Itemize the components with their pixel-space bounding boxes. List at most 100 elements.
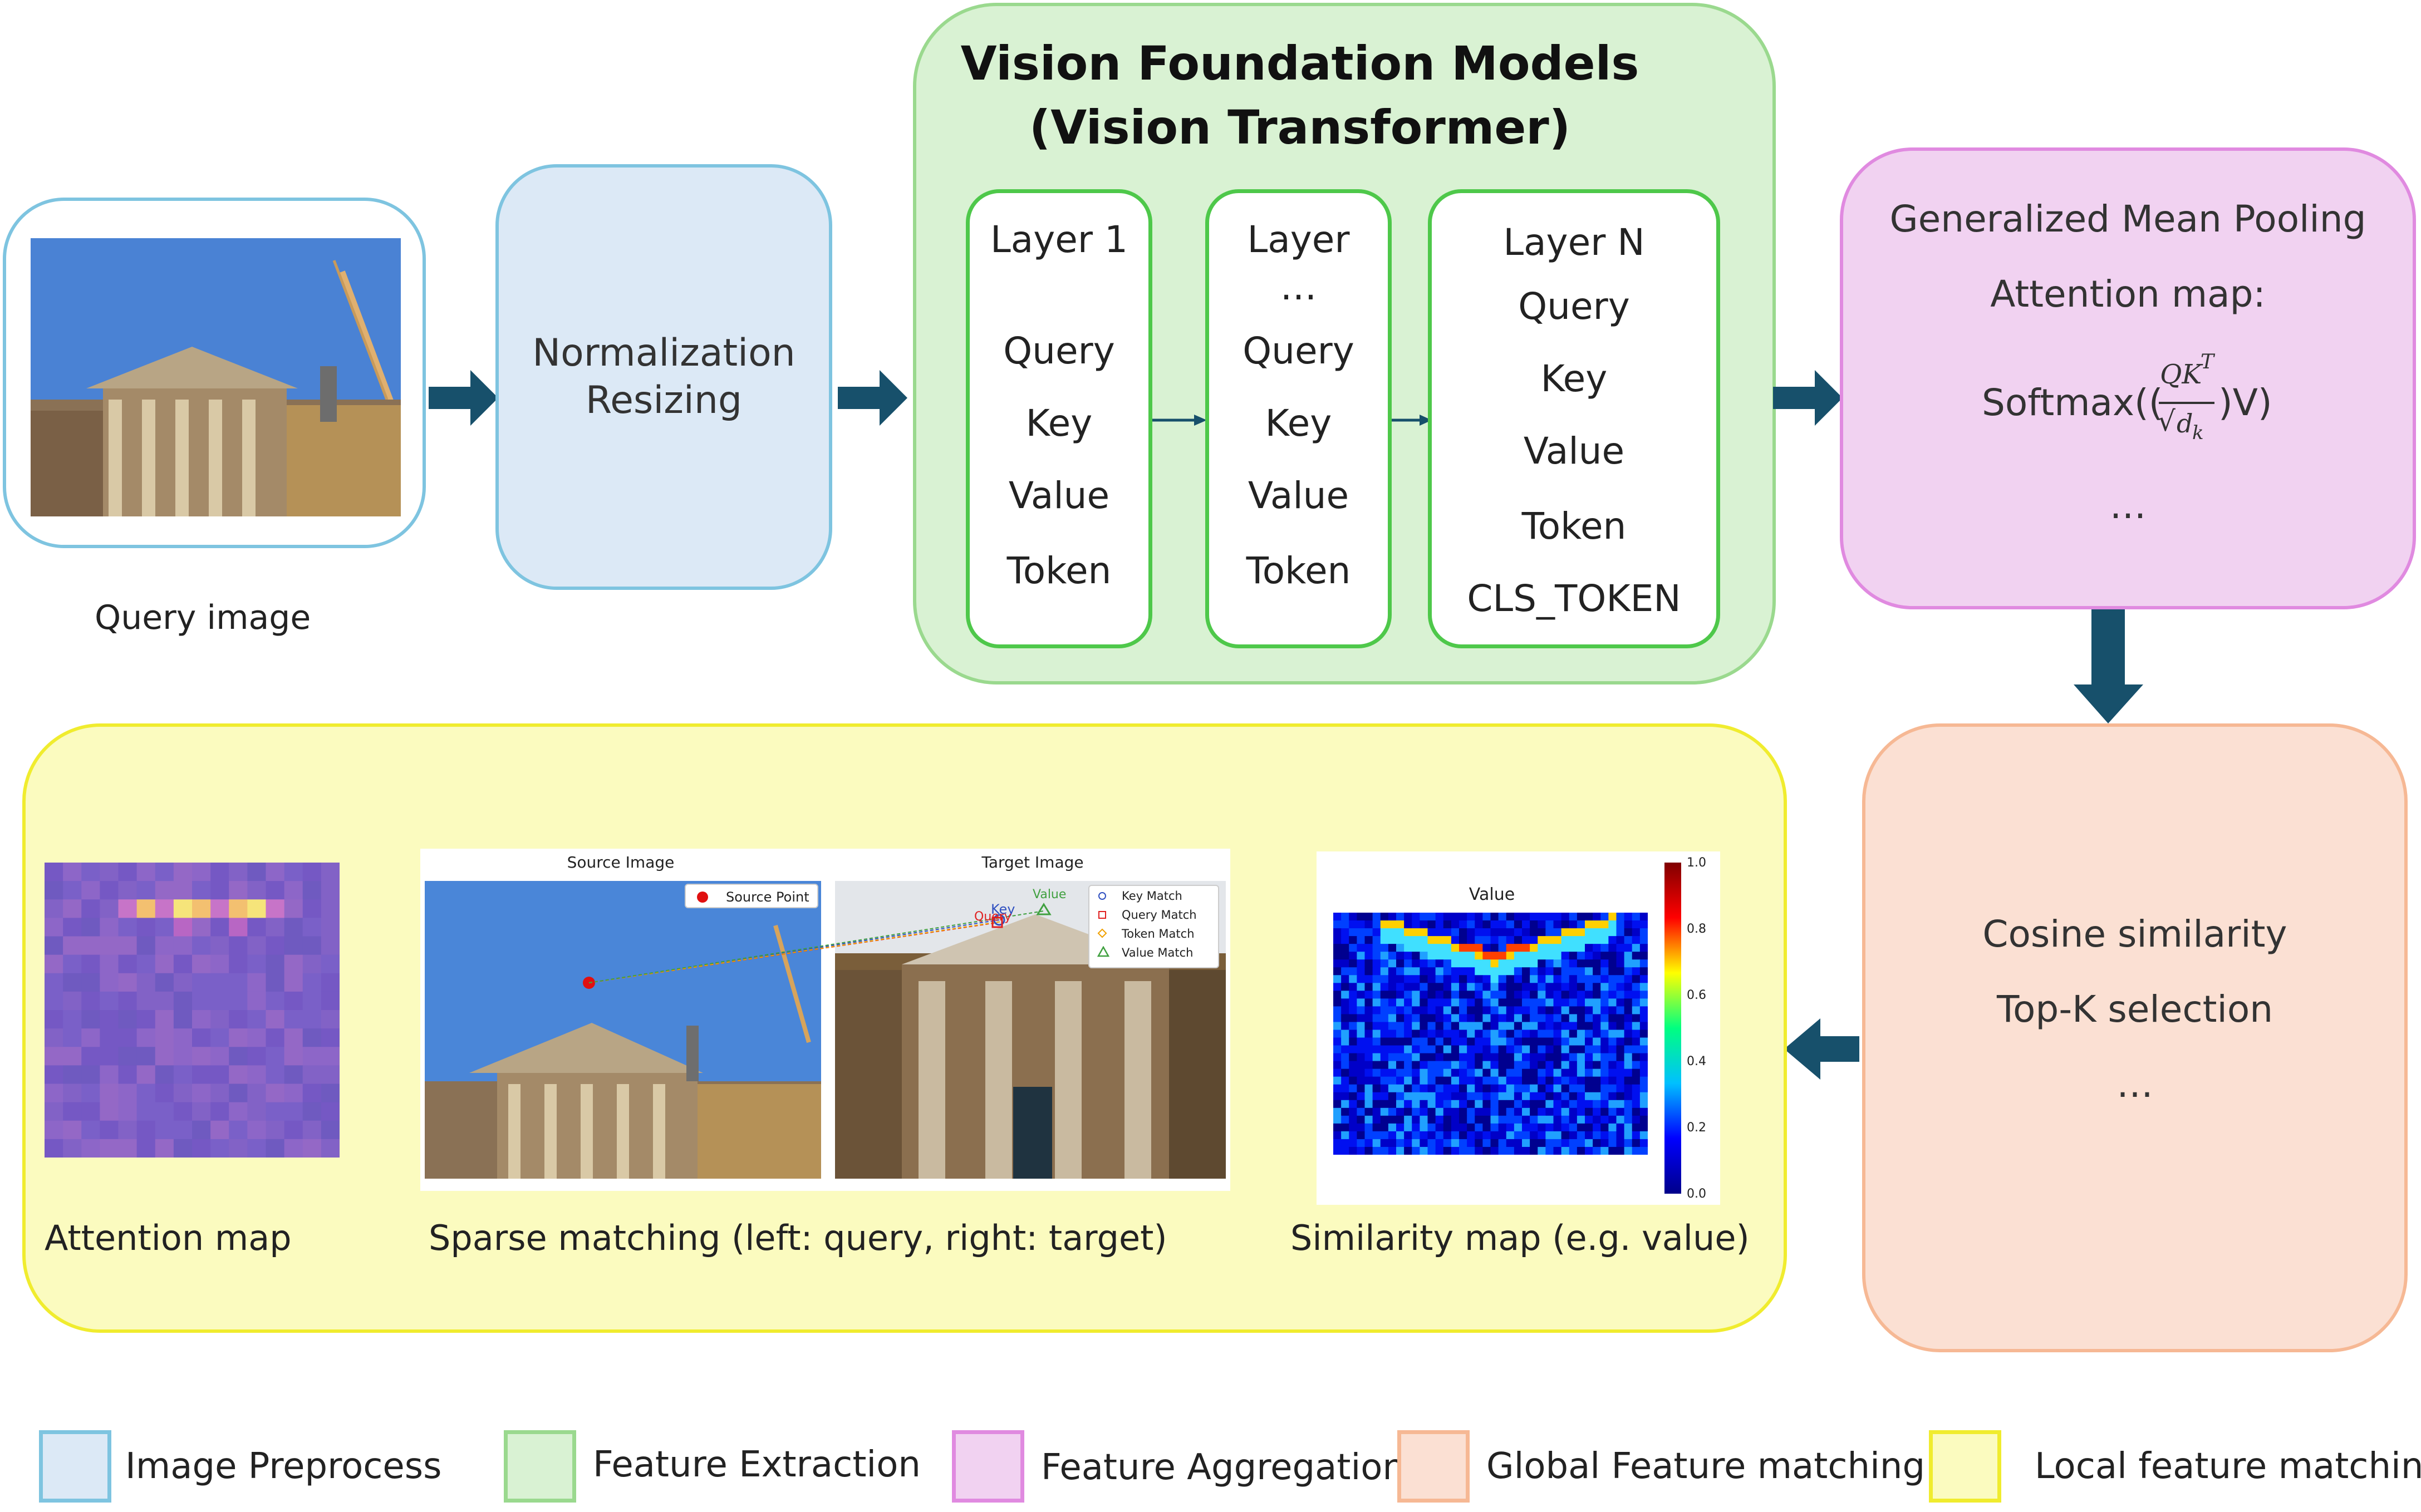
attention-cell xyxy=(229,954,248,974)
similarity-cell xyxy=(1380,1123,1389,1132)
similarity-cell xyxy=(1530,920,1538,929)
similarity-cell xyxy=(1482,975,1491,983)
aggregation-line2: Attention map: xyxy=(1990,273,2266,316)
similarity-cell xyxy=(1451,1053,1460,1062)
layer-1-token: Token xyxy=(1006,549,1112,592)
similarity-cell xyxy=(1451,1030,1460,1038)
similarity-cell xyxy=(1467,1068,1475,1077)
similarity-cell xyxy=(1624,1076,1633,1085)
similarity-cell xyxy=(1443,1014,1452,1022)
similarity-cell xyxy=(1632,1084,1641,1093)
similarity-cell xyxy=(1372,998,1381,1007)
similarity-cell xyxy=(1624,959,1633,968)
similarity-cell xyxy=(1482,959,1491,968)
similarity-cell xyxy=(1451,967,1460,976)
similarity-cell xyxy=(1372,1084,1381,1093)
similarity-cell xyxy=(1412,967,1420,976)
similarity-cell xyxy=(1608,913,1617,921)
attention-cell xyxy=(321,863,340,881)
attention-cell xyxy=(63,954,82,974)
similarity-cell xyxy=(1545,1045,1554,1054)
similarity-cell xyxy=(1561,944,1570,952)
similarity-cell xyxy=(1522,952,1530,960)
attention-cell xyxy=(136,863,156,881)
similarity-cell xyxy=(1553,1030,1562,1038)
similarity-cell xyxy=(1443,1084,1452,1093)
similarity-cell xyxy=(1380,1115,1389,1124)
attention-cell xyxy=(136,973,156,992)
similarity-cell xyxy=(1616,1076,1625,1085)
similarity-cell xyxy=(1412,991,1420,999)
similarity-cell xyxy=(1639,1107,1648,1116)
similarity-cell xyxy=(1443,959,1452,968)
similarity-cell xyxy=(1639,920,1648,929)
similarity-cell xyxy=(1475,967,1483,976)
similarity-cell xyxy=(1522,1123,1530,1132)
attention-cell xyxy=(81,899,100,918)
similarity-cell xyxy=(1522,959,1530,968)
similarity-cell xyxy=(1396,998,1405,1007)
similarity-cell xyxy=(1498,959,1507,968)
similarity-cell xyxy=(1561,1100,1570,1109)
similarity-cell xyxy=(1364,1084,1373,1093)
similarity-cell xyxy=(1341,1146,1349,1155)
similarity-cell xyxy=(1420,975,1428,983)
similarity-cell xyxy=(1577,1084,1585,1093)
similarity-cell xyxy=(1404,936,1412,944)
similarity-cell xyxy=(1475,1076,1483,1085)
similarity-cell xyxy=(1459,1061,1467,1070)
arrow-down-icon xyxy=(2074,609,2143,723)
similarity-cell xyxy=(1593,928,1601,937)
similarity-cell xyxy=(1341,1076,1349,1085)
similarity-cell xyxy=(1388,967,1397,976)
similarity-cell xyxy=(1380,998,1389,1007)
similarity-cell xyxy=(1498,1053,1507,1062)
similarity-cell xyxy=(1498,1107,1507,1116)
similarity-cell xyxy=(1522,1084,1530,1093)
formula-numerator: QK xyxy=(2160,359,2202,390)
similarity-cell xyxy=(1396,1092,1405,1101)
similarity-cell xyxy=(1514,1061,1523,1070)
attention-cell xyxy=(229,881,248,900)
similarity-cell xyxy=(1435,1092,1444,1101)
similarity-cell xyxy=(1482,1092,1491,1101)
similarity-cell xyxy=(1545,913,1554,921)
similarity-cell xyxy=(1530,1123,1538,1132)
similarity-cell xyxy=(1475,1100,1483,1109)
similarity-cell xyxy=(1506,975,1515,983)
similarity-cell xyxy=(1459,1022,1467,1030)
similarity-cell xyxy=(1514,1131,1523,1140)
similarity-cell xyxy=(1553,936,1562,944)
similarity-cell xyxy=(1443,1053,1452,1062)
similarity-cell xyxy=(1388,1092,1397,1101)
similarity-cell xyxy=(1639,1092,1648,1101)
similarity-cell xyxy=(1639,991,1648,999)
similarity-cell xyxy=(1333,1006,1342,1014)
similarity-cell xyxy=(1569,1115,1578,1124)
similarity-cell xyxy=(1608,1076,1617,1085)
formula-sqrt-icon: √ xyxy=(2158,405,2176,437)
similarity-cell xyxy=(1341,920,1349,929)
vfm-title-line2: (Vision Transformer) xyxy=(1029,100,1571,155)
similarity-cell xyxy=(1577,1030,1585,1038)
attention-cell xyxy=(284,1139,303,1158)
similarity-cell xyxy=(1412,928,1420,937)
similarity-cell xyxy=(1514,936,1523,944)
attention-cell xyxy=(266,1120,285,1140)
key-match-label: Key Match xyxy=(1122,889,1182,903)
similarity-cell xyxy=(1553,975,1562,983)
similarity-cell xyxy=(1420,1061,1428,1070)
similarity-cell xyxy=(1357,936,1365,944)
source-image xyxy=(425,881,821,1179)
similarity-cell xyxy=(1412,913,1420,921)
similarity-cell xyxy=(1608,952,1617,960)
similarity-cell xyxy=(1561,1053,1570,1062)
similarity-cell xyxy=(1639,998,1648,1007)
similarity-cell xyxy=(1490,959,1499,968)
similarity-cell xyxy=(1412,1084,1420,1093)
similarity-cell xyxy=(1420,1146,1428,1155)
similarity-cell xyxy=(1420,1014,1428,1022)
attention-cell xyxy=(192,1102,211,1121)
similarity-cell xyxy=(1357,1123,1365,1132)
similarity-cell xyxy=(1616,936,1625,944)
